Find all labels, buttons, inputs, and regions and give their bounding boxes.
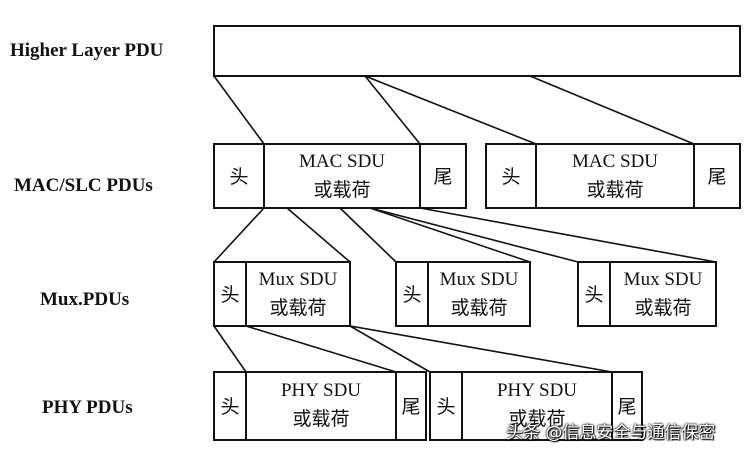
mac-payload-label: 或载荷: [586, 179, 643, 201]
mux-sdu-label: Mux SDU: [440, 269, 519, 290]
phy-pdu-1: 头 PHY SDU 或载荷 尾: [213, 371, 427, 441]
mac-trailer-cell: [693, 143, 741, 209]
phy-header-label: 头: [220, 396, 239, 418]
phy-trailer-label: 尾: [617, 396, 636, 418]
mux-payload-label: 或载荷: [450, 297, 507, 319]
connector-line: [369, 207, 531, 263]
mux-header-cell: [395, 261, 429, 327]
mac-sdu-label: MAC SDU: [572, 151, 658, 172]
higher-layer-pdu-box: [213, 25, 741, 77]
mac-trailer-cell: [419, 143, 467, 209]
connector-line: [339, 207, 397, 263]
phy-header-cell: [213, 371, 247, 441]
row-label-mux: Mux.PDUs: [40, 289, 129, 310]
connector-line: [349, 325, 431, 373]
mux-sdu-label: Mux SDU: [259, 269, 338, 290]
connector-line: [213, 75, 265, 145]
phy-sdu-label: PHY SDU: [281, 380, 361, 401]
connector-line: [369, 207, 579, 263]
phy-trailer-label: 尾: [401, 396, 420, 418]
phy-payload-label: 或载荷: [508, 408, 565, 430]
mux-sdu-cell: [245, 261, 351, 327]
connector-line: [213, 325, 247, 373]
connector-line: [364, 75, 421, 145]
phy-sdu-cell: [461, 371, 613, 441]
mac-pdu-1: 头 MAC SDU 或载荷 尾: [213, 143, 467, 209]
connector-line: [349, 325, 613, 373]
connector-line: [419, 207, 717, 263]
source-watermark: 头条 @信息安全与通信保密: [506, 423, 716, 443]
phy-sdu-cell: [245, 371, 397, 441]
mux-payload-label: 或载荷: [634, 297, 691, 319]
mux-sdu-cell: [427, 261, 531, 327]
mux-pdu-2: 头 Mux SDU 或载荷: [395, 261, 531, 327]
phy-pdu-2: 头 PHY SDU 或载荷 尾: [429, 371, 643, 441]
mac-header-label: 头: [501, 166, 520, 188]
phy-header-label: 头: [436, 396, 455, 418]
phy-sdu-label: PHY SDU: [497, 380, 577, 401]
mux-header-label: 头: [402, 284, 421, 306]
mux-header-cell: [577, 261, 611, 327]
connector-line: [213, 207, 265, 263]
mac-header-label: 头: [229, 166, 248, 188]
phy-trailer-cell: [611, 371, 643, 441]
row-label-higher-layer: Higher Layer PDU: [10, 40, 164, 61]
connector-line: [364, 75, 537, 145]
mux-pdu-3: 头 Mux SDU 或载荷: [577, 261, 717, 327]
mac-sdu-cell: [263, 143, 421, 209]
mux-sdu-cell: [609, 261, 717, 327]
row-label-mac-slc: MAC/SLC PDUs: [14, 175, 153, 196]
mux-header-label: 头: [220, 284, 239, 306]
mux-payload-label: 或载荷: [269, 297, 326, 319]
connector-line: [529, 75, 695, 145]
row-label-phy: PHY PDUs: [42, 397, 133, 418]
mux-sdu-label: Mux SDU: [624, 269, 703, 290]
phy-header-cell: [429, 371, 463, 441]
mux-header-label: 头: [584, 284, 603, 306]
phy-payload-label: 或载荷: [292, 408, 349, 430]
mac-trailer-label: 尾: [433, 166, 452, 188]
mux-pdu-1: 头 Mux SDU 或载荷: [213, 261, 351, 327]
mac-payload-label: 或载荷: [313, 179, 370, 201]
mac-sdu-label: MAC SDU: [299, 151, 385, 172]
connector-line: [245, 325, 397, 373]
connector-line: [286, 207, 351, 263]
mac-pdu-2: 头 MAC SDU 或载荷 尾: [485, 143, 741, 209]
mac-trailer-label: 尾: [707, 166, 726, 188]
phy-trailer-cell: [395, 371, 427, 441]
